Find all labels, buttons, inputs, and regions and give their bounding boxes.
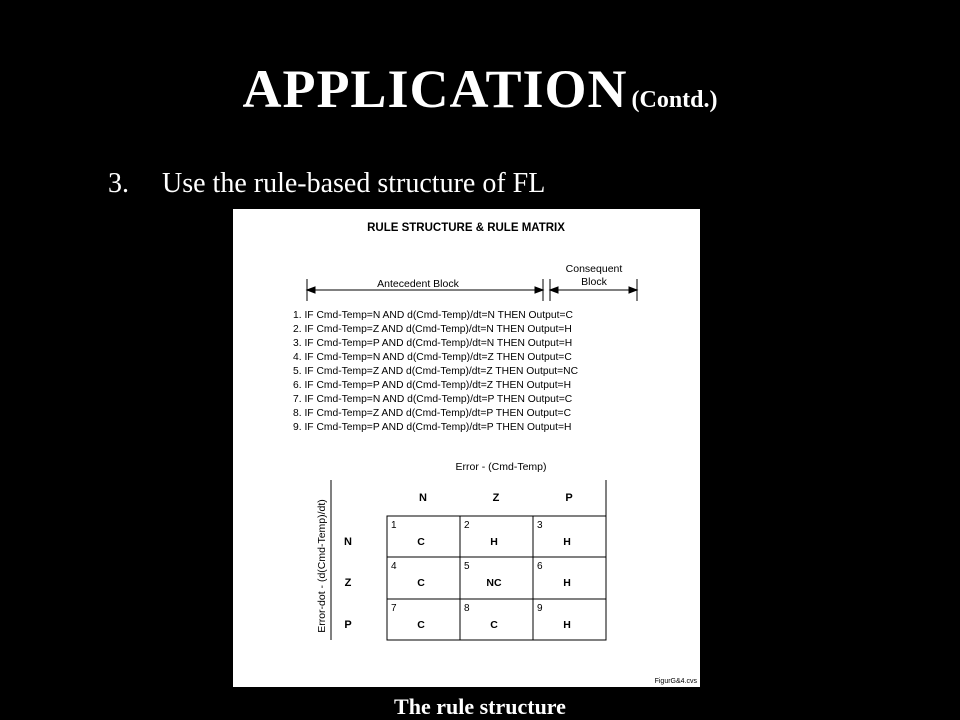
bullet-text: Use the rule-based structure of FL: [162, 168, 546, 199]
rule-structure-figure: RULE STRUCTURE & RULE MATRIX Antecedent …: [233, 209, 700, 687]
rule-line: 8. IF Cmd-Temp=Z AND d(Cmd-Temp)/dt=P TH…: [293, 408, 572, 419]
antecedent-label: Antecedent Block: [377, 278, 459, 290]
matrix-x-label: Error - (Cmd-Temp): [456, 461, 547, 473]
matrix-grid: [330, 480, 607, 641]
matrix-cell-number: 4: [391, 561, 397, 572]
matrix-cell-value: NC: [486, 577, 502, 589]
matrix-cell-number: 9: [537, 603, 543, 614]
matrix-col-header: Z: [493, 492, 500, 504]
matrix-cell-value: H: [490, 536, 498, 548]
consequent-label-line1: Consequent: [566, 263, 623, 275]
matrix-cell-number: 8: [464, 603, 470, 614]
matrix-row-header: P: [344, 619, 351, 631]
consequent-bracket: [548, 279, 639, 301]
matrix-cell-value: H: [563, 536, 571, 548]
rules-list: 1. IF Cmd-Temp=N AND d(Cmd-Temp)/dt=N TH…: [293, 310, 579, 433]
matrix-cell-value: C: [417, 536, 425, 548]
matrix-cell-number: 1: [391, 520, 397, 531]
rule-line: 3. IF Cmd-Temp=P AND d(Cmd-Temp)/dt=N TH…: [293, 338, 572, 349]
rule-line: 2. IF Cmd-Temp=Z AND d(Cmd-Temp)/dt=N TH…: [293, 324, 572, 335]
matrix-col-header: N: [419, 492, 427, 504]
matrix-cell-value: C: [490, 619, 498, 631]
matrix-cell-number: 5: [464, 561, 470, 572]
rule-line: 9. IF Cmd-Temp=P AND d(Cmd-Temp)/dt=P TH…: [293, 422, 571, 433]
antecedent-bracket: [305, 279, 545, 301]
title-main: APPLICATION: [242, 59, 628, 119]
slide-title: APPLICATION (Contd.): [0, 58, 960, 120]
bullet-number: 3.: [108, 168, 129, 199]
matrix-cell-number: 3: [537, 520, 543, 531]
matrix-row-header: Z: [345, 577, 352, 589]
matrix-row-header: N: [344, 536, 352, 548]
rule-line: 6. IF Cmd-Temp=P AND d(Cmd-Temp)/dt=Z TH…: [293, 380, 571, 391]
matrix-col-header: P: [565, 492, 572, 504]
matrix-cell-value: C: [417, 619, 425, 631]
figure-caption: The rule structure: [394, 694, 566, 719]
rule-line: 5. IF Cmd-Temp=Z AND d(Cmd-Temp)/dt=Z TH…: [293, 366, 579, 377]
figure-title: RULE STRUCTURE & RULE MATRIX: [367, 222, 565, 234]
bullet-item: 3. Use the rule-based structure of FL: [108, 168, 545, 200]
figure-file-label: FigurG&4.cvs: [655, 678, 698, 685]
rule-line: 7. IF Cmd-Temp=N AND d(Cmd-Temp)/dt=P TH…: [293, 394, 573, 405]
figure-canvas: RULE STRUCTURE & RULE MATRIX Antecedent …: [293, 222, 698, 685]
matrix-y-label: Error-dot - (d(Cmd-Temp)/dt): [316, 499, 328, 633]
matrix-cell-number: 2: [464, 520, 470, 531]
title-suffix: (Contd.): [631, 87, 718, 113]
matrix-cell-value: H: [563, 619, 571, 631]
rule-line: 4. IF Cmd-Temp=N AND d(Cmd-Temp)/dt=Z TH…: [293, 352, 572, 363]
consequent-label-line2: Block: [581, 276, 607, 288]
matrix-cell-value: H: [563, 577, 571, 589]
matrix-cell-number: 7: [391, 603, 397, 614]
matrix-cell-number: 6: [537, 561, 543, 572]
rule-line: 1. IF Cmd-Temp=N AND d(Cmd-Temp)/dt=N TH…: [293, 310, 573, 321]
matrix-cell-value: C: [417, 577, 425, 589]
